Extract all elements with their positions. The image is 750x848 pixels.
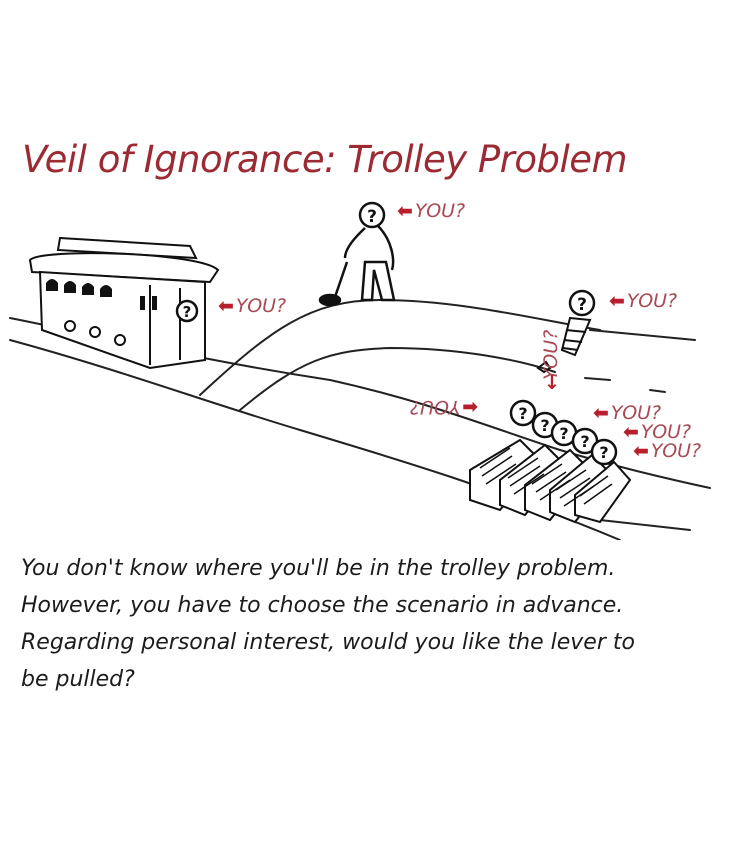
trolley-illustration: ? ? ?: [9, 201, 711, 540]
driver-unknown-marker: ?: [175, 299, 199, 323]
caption: You don't know where you'll be in the tr…: [21, 550, 661, 698]
lever-puller-label: ⬅YOU?: [397, 200, 466, 222]
lever-person-unknown-marker: ?: [358, 201, 386, 229]
group-label-1: ⬅YOU?: [593, 402, 662, 424]
arrow-left-icon: ⬅: [218, 295, 234, 317]
arrow-left-icon: ⬅: [623, 421, 639, 443]
group-label-3: ⬅YOU?: [633, 440, 702, 462]
arrow-left-icon: ⬅: [609, 290, 625, 312]
arrow-left-icon: ⬅: [462, 396, 479, 418]
svg-text:?: ?: [367, 207, 377, 227]
svg-text:?: ?: [599, 443, 608, 462]
svg-text:?: ?: [577, 295, 587, 315]
page-title: Veil of Ignorance: Trolley Problem: [22, 138, 628, 181]
svg-text:?: ?: [580, 432, 589, 451]
svg-text:?: ?: [518, 404, 527, 423]
single-person-unknown-marker: ?: [568, 289, 596, 317]
arrow-down-marker: ↓: [544, 372, 560, 394]
arrow-left-icon: ⬅: [633, 440, 649, 462]
trolley-diagram: ? ? ?: [0, 190, 750, 540]
svg-text:?: ?: [540, 416, 549, 435]
svg-text:?: ?: [559, 424, 568, 443]
caption-paragraph-1: You don't know where you'll be in the tr…: [21, 556, 624, 618]
svg-text:?: ?: [183, 303, 192, 321]
single-person-label: ⬅YOU?: [609, 290, 678, 312]
arrow-left-icon: ⬅: [593, 402, 609, 424]
flipped-label: ⬅YOU?: [410, 396, 479, 418]
arrow-left-icon: ⬅: [397, 200, 413, 222]
trolley-driver-label: ⬅YOU?: [218, 295, 287, 317]
group-label-2: ⬅YOU?: [623, 421, 692, 443]
caption-paragraph-2: Regarding personal interest, would you l…: [21, 630, 635, 692]
